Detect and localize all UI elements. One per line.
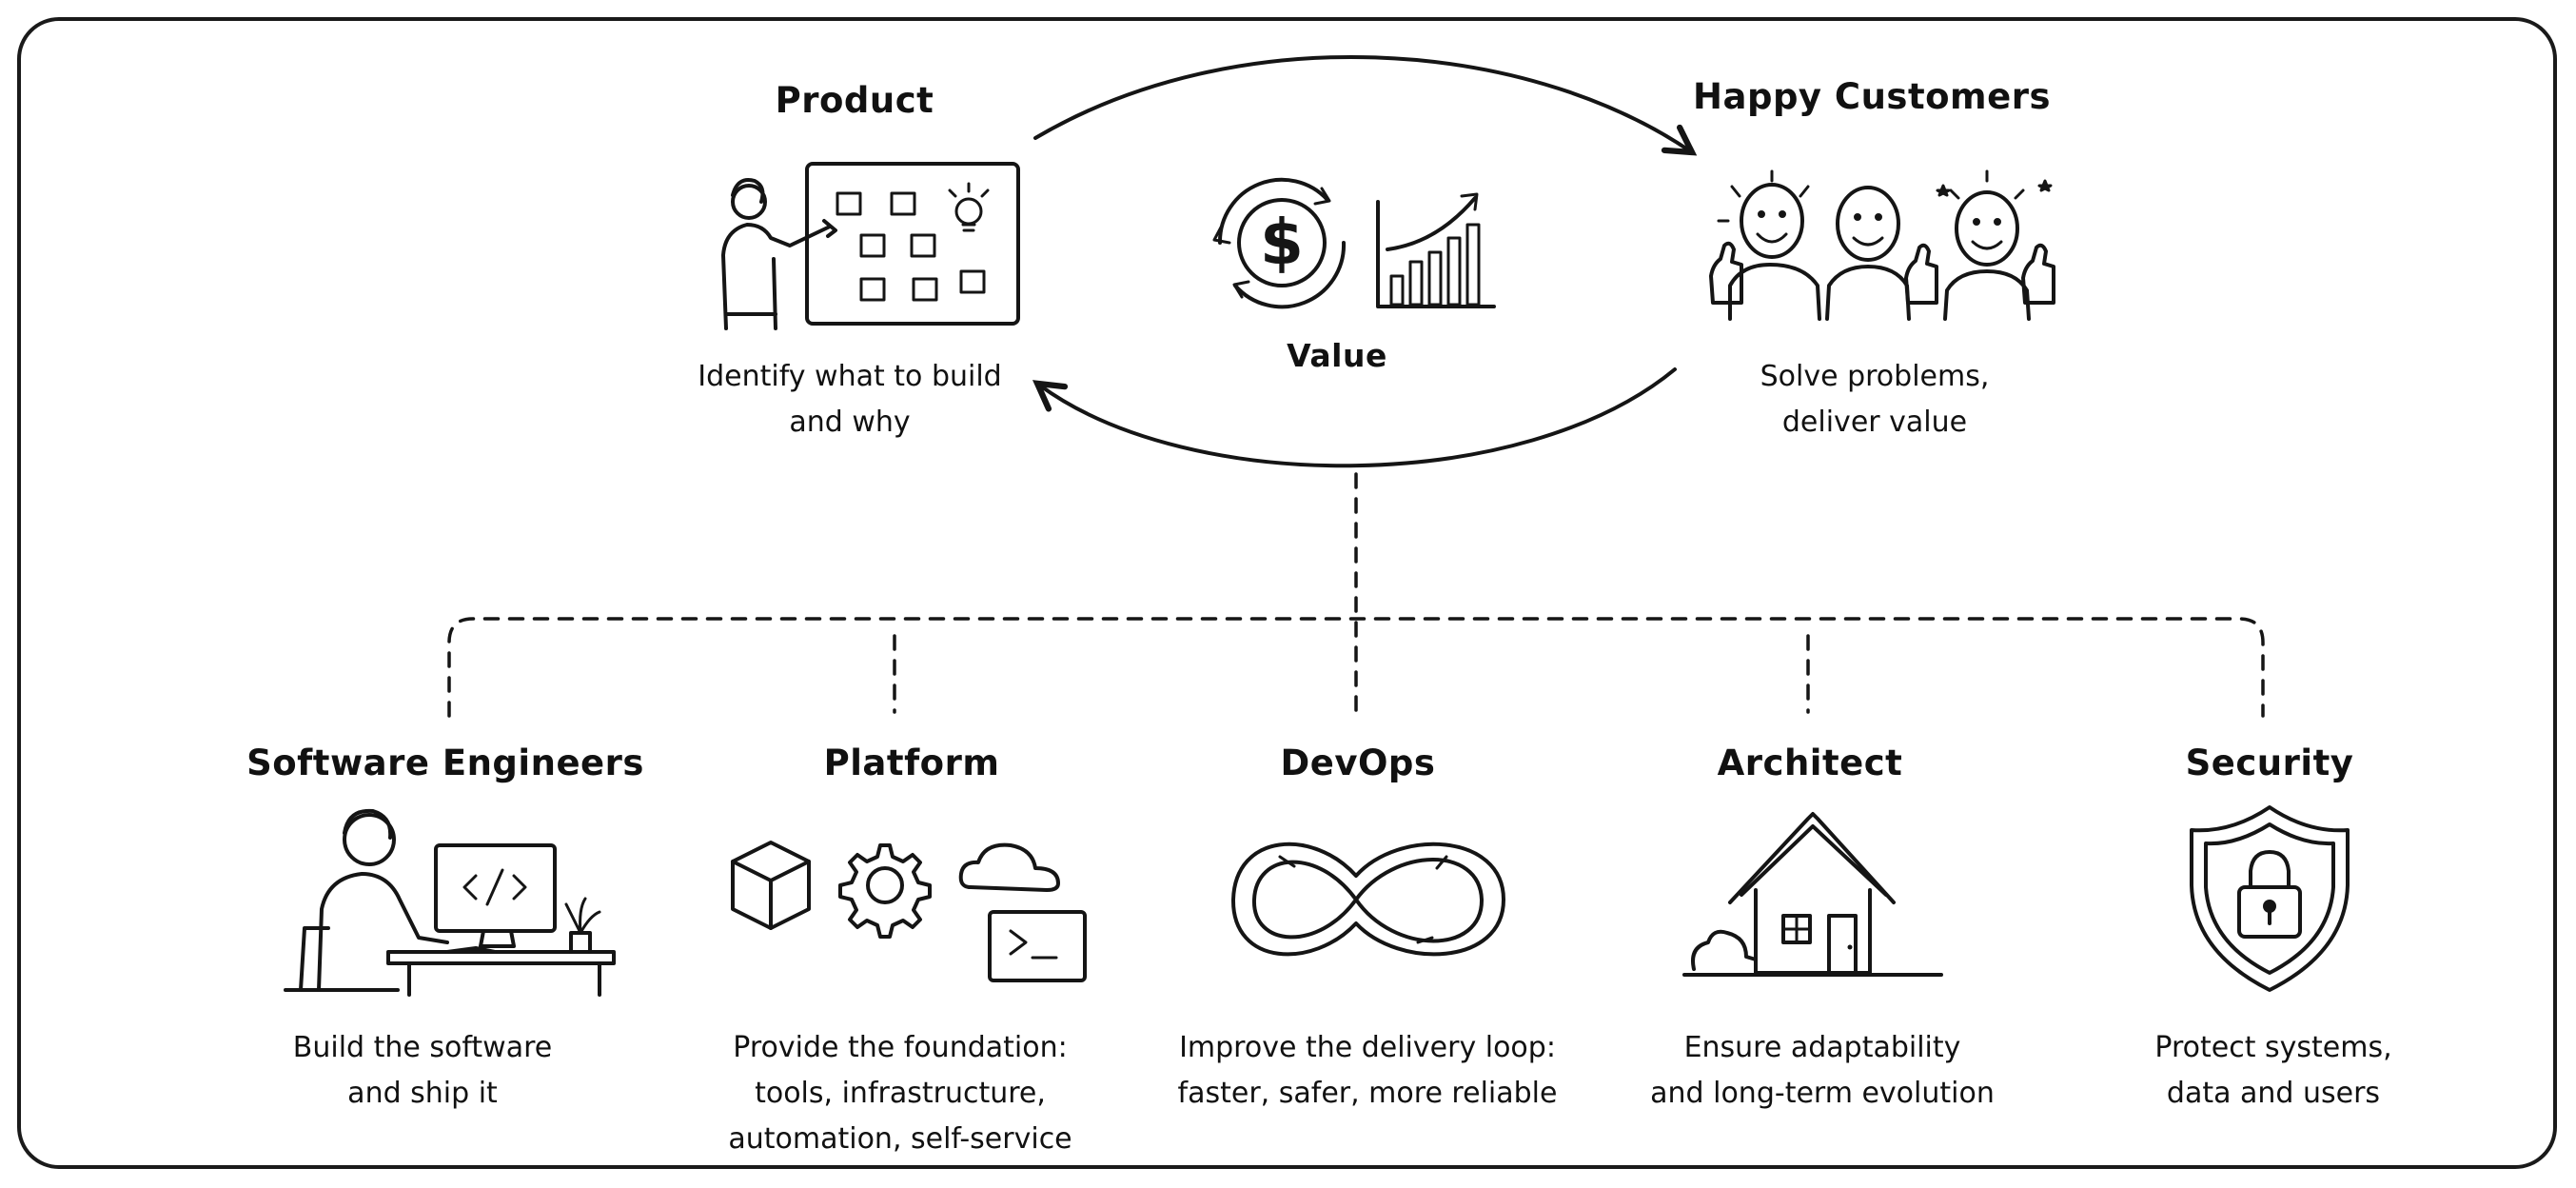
role-description-software-engineers: Build the software and ship it xyxy=(292,1031,553,1110)
role-title-security: Security xyxy=(2185,742,2354,783)
role-description-devops: Improve the delivery loop: faster, safer… xyxy=(1177,1031,1558,1110)
svg-text:$: $ xyxy=(1260,206,1304,279)
product-board-icon xyxy=(721,162,1020,330)
happy-customers-description: Solve problems, deliver value xyxy=(1760,360,1990,439)
platform-tools-icon xyxy=(731,841,1087,982)
growth-chart-icon xyxy=(1376,192,1496,308)
diagram-frame xyxy=(17,17,2557,1169)
role-title-devops: DevOps xyxy=(1280,742,1436,783)
engineer-at-computer-icon xyxy=(284,808,616,997)
role-description-security: Protect systems, data and users xyxy=(2154,1031,2392,1110)
role-description-architect: Ensure adaptability and long-term evolut… xyxy=(1650,1031,1995,1110)
role-description-platform: Provide the foundation: tools, infrastru… xyxy=(728,1031,1072,1156)
role-title-software-engineers: Software Engineers xyxy=(246,742,644,783)
infinity-loop-icon xyxy=(1230,842,1505,957)
dollar-cycle-icon: $ xyxy=(1212,177,1347,309)
happy-customers-icon xyxy=(1709,169,2055,321)
shield-lock-icon xyxy=(2190,805,2350,992)
value-title: Value xyxy=(1287,337,1387,374)
house-icon xyxy=(1682,812,1943,977)
role-title-architect: Architect xyxy=(1717,742,1903,783)
role-connectors xyxy=(447,472,2265,718)
product-description: Identify what to build and why xyxy=(698,360,1002,439)
happy-customers-title: Happy Customers xyxy=(1693,76,2051,117)
product-title: Product xyxy=(775,80,934,121)
arrow-customers-to-product xyxy=(1032,367,1677,468)
role-title-platform: Platform xyxy=(823,742,1000,783)
arrow-product-to-customers xyxy=(1033,54,1698,156)
